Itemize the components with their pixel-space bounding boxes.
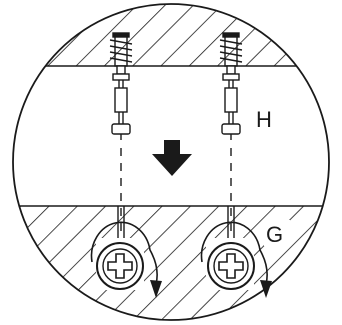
label-g: G bbox=[266, 222, 283, 247]
right-screw bbox=[200, 221, 272, 298]
right-fastener bbox=[219, 32, 243, 240]
left-screw bbox=[90, 221, 162, 298]
rotation-arrow-icon bbox=[90, 221, 158, 285]
down-arrow-icon bbox=[152, 140, 192, 176]
spring-icon bbox=[109, 39, 133, 63]
label-h: H bbox=[256, 107, 272, 132]
left-fastener bbox=[109, 32, 133, 240]
phillips-screw-icon bbox=[96, 242, 144, 290]
top-panel bbox=[13, 4, 329, 66]
detail-circle bbox=[12, 3, 330, 321]
